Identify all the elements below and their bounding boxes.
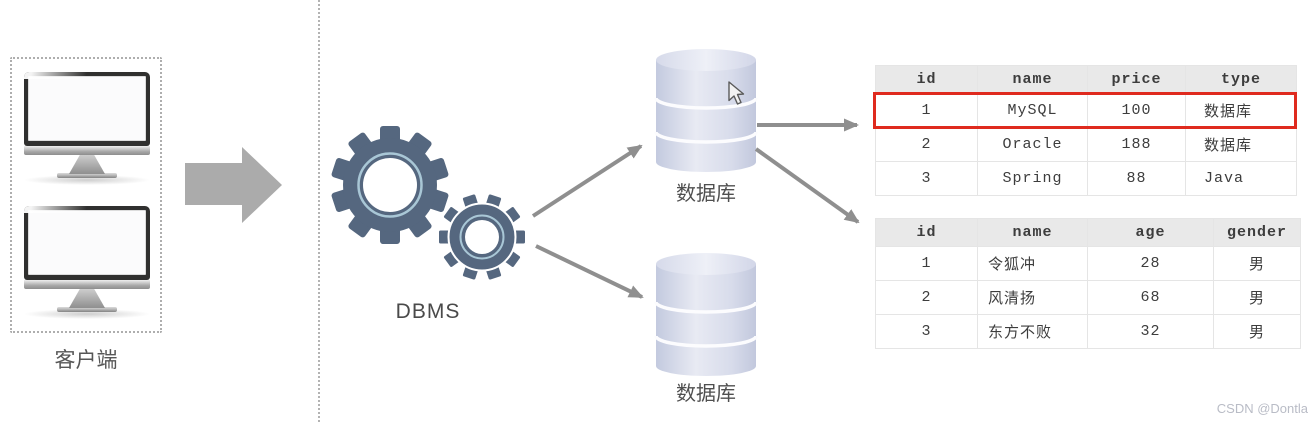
column-header: id xyxy=(875,65,978,94)
gear-icon xyxy=(331,126,527,282)
products-table: id name price type 1 MySQL 100 数据库 2 Ora… xyxy=(875,65,1297,196)
monitor-screen xyxy=(28,76,146,141)
monitor-frame xyxy=(24,72,150,146)
monitor-frame xyxy=(24,206,150,280)
column-header: price xyxy=(1087,65,1186,94)
database-icon xyxy=(654,253,758,376)
column-header: name xyxy=(977,65,1088,94)
column-header: age xyxy=(1087,218,1214,247)
users-table: id name age gender 1 令狐冲 28 男 2 风清扬 68 男… xyxy=(875,218,1301,349)
arrow-dbms-to-db-bottom xyxy=(535,244,644,299)
client-group-box xyxy=(10,57,162,333)
table-row: 2 Oracle 188 数据库 xyxy=(875,127,1297,162)
block-arrow-icon xyxy=(185,147,282,223)
database-icon xyxy=(654,49,758,172)
table-row: 3 东方不败 32 男 xyxy=(875,314,1301,349)
monitor-gloss xyxy=(24,72,98,79)
monitor-screen xyxy=(28,210,146,275)
watermark: CSDN @Dontla xyxy=(1216,401,1308,416)
monitor-icon xyxy=(24,206,150,319)
column-header: type xyxy=(1185,65,1297,94)
table-header-row: id name age gender xyxy=(875,218,1301,247)
arrow-db-to-users-table xyxy=(754,147,860,224)
column-header: gender xyxy=(1213,218,1301,247)
column-header: name xyxy=(977,218,1088,247)
section-divider xyxy=(318,0,320,422)
database-top-label: 数据库 xyxy=(676,183,736,205)
table-header-row: id name price type xyxy=(875,65,1297,94)
dbms-label: DBMS xyxy=(395,300,461,323)
database-bottom-label: 数据库 xyxy=(676,383,736,405)
table-row: 3 Spring 88 Java xyxy=(875,161,1297,196)
monitor-icon xyxy=(24,72,150,185)
large-gear-icon xyxy=(331,126,449,244)
client-label: 客户端 xyxy=(54,349,118,372)
table-row: 1 MySQL 100 数据库 xyxy=(875,93,1297,128)
arrow-dbms-to-db-top xyxy=(531,144,643,218)
monitor-gloss xyxy=(24,206,98,213)
small-gear-icon xyxy=(437,192,527,282)
column-header: id xyxy=(875,218,978,247)
table-row: 2 风清扬 68 男 xyxy=(875,280,1301,315)
mouse-cursor-icon xyxy=(728,81,745,105)
table-row: 1 令狐冲 28 男 xyxy=(875,246,1301,281)
